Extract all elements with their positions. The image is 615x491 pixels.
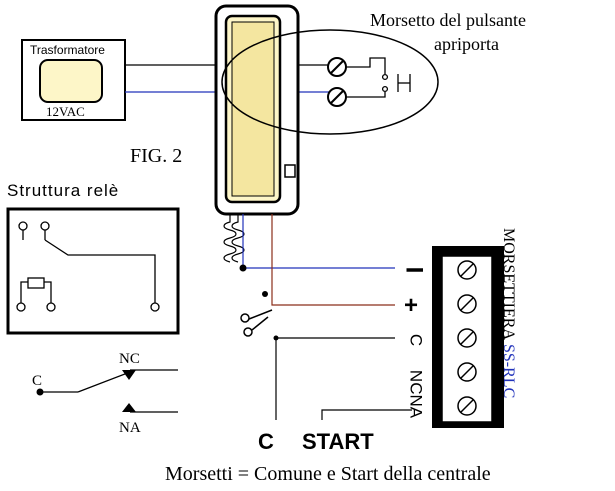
- terminal-plus-label: +: [404, 292, 418, 319]
- screw-terminal-icon: [457, 260, 477, 280]
- transformer-label: Trasformatore: [30, 43, 105, 57]
- wire-start: [321, 409, 412, 420]
- wire-handset-blue: [242, 214, 395, 269]
- wire-c: [275, 337, 395, 420]
- button-terminal-title-2: apriporta: [434, 34, 499, 54]
- terminal-minus-label: I: [401, 267, 428, 274]
- button-terminal-callout: [221, 29, 439, 135]
- relay-nc-label: NC: [119, 351, 140, 367]
- transformer-voltage: 12VAC: [46, 104, 85, 119]
- bottom-start-label: START: [302, 429, 374, 454]
- handset-button: [284, 164, 296, 178]
- terminal-c-label: C: [407, 334, 426, 346]
- transformer: Trasformatore 12VAC: [21, 39, 126, 121]
- screw-terminal-icon: [457, 362, 477, 382]
- terminal-block-label: MORSETTIERA SS-RLC: [500, 228, 517, 398]
- figure-label: FIG. 2: [130, 145, 182, 167]
- terminal-block-model: SS-RLC: [500, 344, 517, 398]
- terminal-ncna-label: NCNA: [407, 370, 426, 419]
- door-button-symbol: [346, 57, 411, 98]
- screw-terminal-icon: [457, 328, 477, 348]
- screw-terminal-icon: [457, 396, 477, 416]
- relay-contact-symbol: [36, 369, 178, 413]
- wire-handset-brown: [271, 214, 395, 306]
- screw-terminal-icon: [457, 294, 477, 314]
- screw-terminal-icon: [327, 57, 347, 77]
- relay-na-label: NA: [119, 420, 141, 436]
- relay-coil: [27, 277, 45, 289]
- terminal-block-name: MORSETTIERA: [500, 228, 517, 340]
- relay-c-label: C: [32, 373, 42, 389]
- bottom-c-label: C: [258, 429, 274, 454]
- button-terminal-title-1: Morsetto del pulsante: [370, 10, 526, 30]
- caption: Morsetti = Comune e Start della centrale: [165, 463, 491, 485]
- relay-structure-title: Struttura relè: [7, 181, 119, 200]
- coil-icon: [223, 214, 245, 263]
- screw-terminal-icon: [327, 87, 347, 107]
- terminal-block: [432, 246, 504, 428]
- handset: [214, 4, 300, 216]
- scissors-icon: [240, 309, 273, 337]
- relay-structure: [6, 207, 180, 335]
